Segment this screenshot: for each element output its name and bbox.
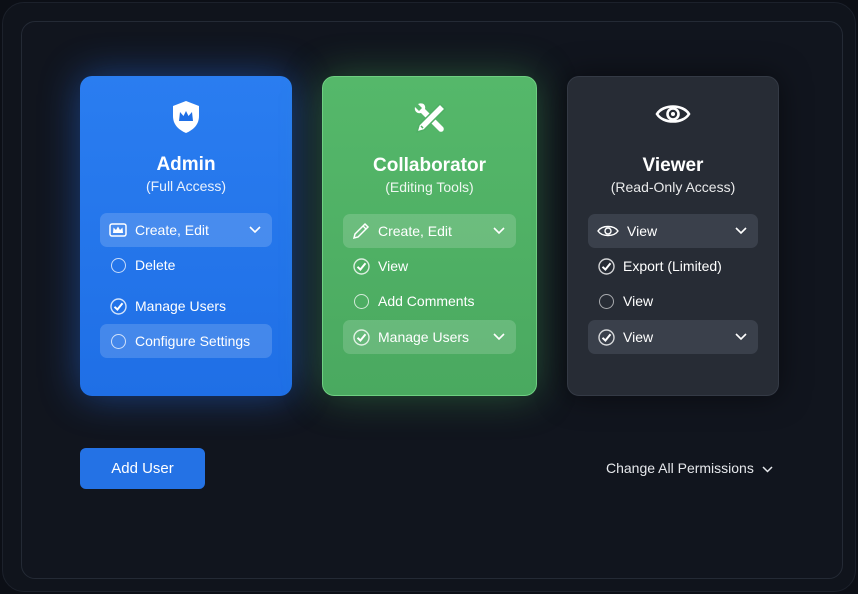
check-circle-icon[interactable] (352, 328, 370, 346)
permission-option-view[interactable]: View (588, 284, 758, 318)
change-all-permissions-dropdown[interactable]: Change All Permissions (606, 460, 773, 476)
chevron-down-icon[interactable] (735, 330, 749, 344)
permission-dropdown-view[interactable]: View (588, 214, 758, 248)
permission-label: View (627, 223, 658, 239)
check-circle-icon[interactable] (597, 328, 615, 346)
radio-unchecked-icon[interactable] (109, 256, 127, 274)
pencil-icon (352, 222, 370, 240)
permission-label: Configure Settings (135, 333, 251, 349)
chevron-down-icon (762, 460, 773, 476)
card-subtitle: (Full Access) (145, 178, 227, 194)
add-user-button[interactable]: Add User (80, 448, 205, 489)
permission-option-add-comments[interactable]: Add Comments (343, 284, 516, 318)
radio-unchecked-icon[interactable] (597, 292, 615, 310)
permission-label: View (623, 329, 654, 345)
role-card-viewer[interactable]: Viewer (Read-Only Access) View Export (L… (567, 76, 779, 396)
chevron-down-icon[interactable] (493, 224, 507, 238)
chevron-down-icon[interactable] (249, 223, 263, 237)
check-circle-icon[interactable] (109, 297, 127, 315)
permission-dropdown-create-edit[interactable]: Create, Edit (100, 213, 272, 247)
role-card-admin[interactable]: Admin (Full Access) Create, Edit Delete … (80, 76, 292, 396)
permission-dropdown-create-edit[interactable]: Create, Edit (343, 214, 516, 248)
eye-icon (597, 222, 619, 240)
eye-icon (568, 101, 778, 137)
card-title: Viewer (642, 155, 704, 176)
card-subtitle: (Read-Only Access) (610, 179, 736, 195)
check-circle-icon[interactable] (597, 257, 615, 275)
permission-option-configure-settings[interactable]: Configure Settings (100, 324, 272, 358)
card-title: Collaborator (373, 155, 486, 176)
permission-option-manage-users[interactable]: Manage Users (100, 289, 272, 323)
permission-option-export-limited[interactable]: Export (Limited) (588, 249, 758, 283)
permission-label: Manage Users (135, 298, 227, 314)
chevron-down-icon[interactable] (735, 224, 749, 238)
permission-option-delete[interactable]: Delete (100, 248, 272, 282)
permission-dropdown-view-2[interactable]: View (588, 320, 758, 354)
permission-label: Create, Edit (135, 222, 209, 238)
permission-label: Delete (135, 257, 176, 273)
shield-crown-icon (80, 100, 292, 136)
permission-label: Add Comments (378, 293, 475, 309)
change-all-label: Change All Permissions (606, 460, 754, 476)
radio-unchecked-icon[interactable] (352, 292, 370, 310)
crown-icon (109, 221, 127, 239)
permission-dropdown-manage-users[interactable]: Manage Users (343, 320, 516, 354)
permission-label: Create, Edit (378, 223, 452, 239)
permission-label: Manage Users (378, 329, 470, 345)
check-circle-icon[interactable] (352, 257, 370, 275)
role-card-collaborator[interactable]: Collaborator (Editing Tools) Create, Edi… (322, 76, 537, 396)
permission-option-view[interactable]: View (343, 249, 516, 283)
permission-label: View (378, 258, 409, 274)
radio-unchecked-icon[interactable] (109, 332, 127, 350)
permission-label: View (623, 293, 654, 309)
chevron-down-icon[interactable] (493, 330, 507, 344)
card-title: Admin (156, 154, 216, 175)
permission-label: Export (Limited) (623, 258, 722, 274)
tools-icon (323, 101, 536, 137)
card-subtitle: (Editing Tools) (385, 179, 474, 195)
